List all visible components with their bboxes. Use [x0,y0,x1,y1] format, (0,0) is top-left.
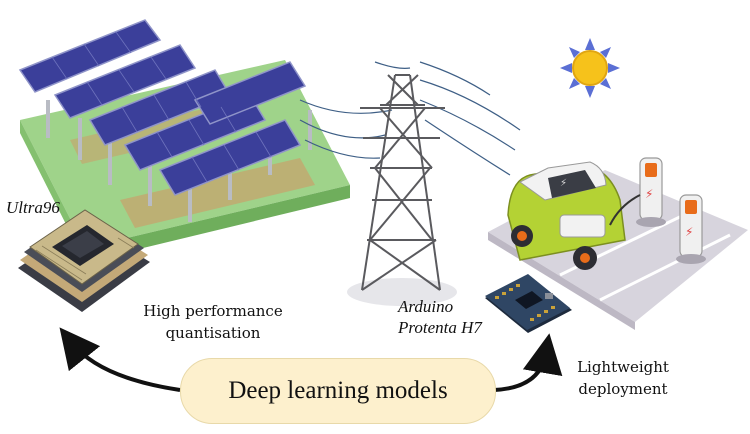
electric-car-icon: ⚡ [507,161,626,270]
high-performance-label: High performance quantisation [133,300,293,344]
lightweight-deployment-label: Lightweight deployment [575,356,671,400]
high-performance-line2: quantisation [165,324,261,342]
power-lines [299,61,521,176]
solar-farm-icon [18,19,350,262]
lightweight-line1: Lightweight [577,358,669,376]
curved-arrow-icon [59,327,181,392]
deep-learning-models-pill: Deep learning models [180,358,496,424]
arduino-label-line2: Protenta H7 [398,318,482,337]
arduino-label: Arduino Protenta H7 [398,296,482,338]
deep-learning-models-label: Deep learning models [228,377,448,404]
svg-text:⚡: ⚡ [560,178,567,189]
charging-station-icon: ⚡ ⚡ [609,157,706,264]
svg-text:⚡: ⚡ [685,225,693,239]
high-performance-line1: High performance [143,302,283,320]
curved-arrow-icon [493,333,563,392]
ultra96-board-icon [18,209,150,312]
arduino-label-line1: Arduino [398,297,454,316]
arduino-board-icon [485,274,572,333]
sun-icon [560,38,620,98]
lightweight-line2: deployment [578,380,668,398]
svg-text:⚡: ⚡ [645,187,653,201]
ultra96-label: Ultra96 [6,198,60,217]
transmission-tower-icon [347,74,457,306]
